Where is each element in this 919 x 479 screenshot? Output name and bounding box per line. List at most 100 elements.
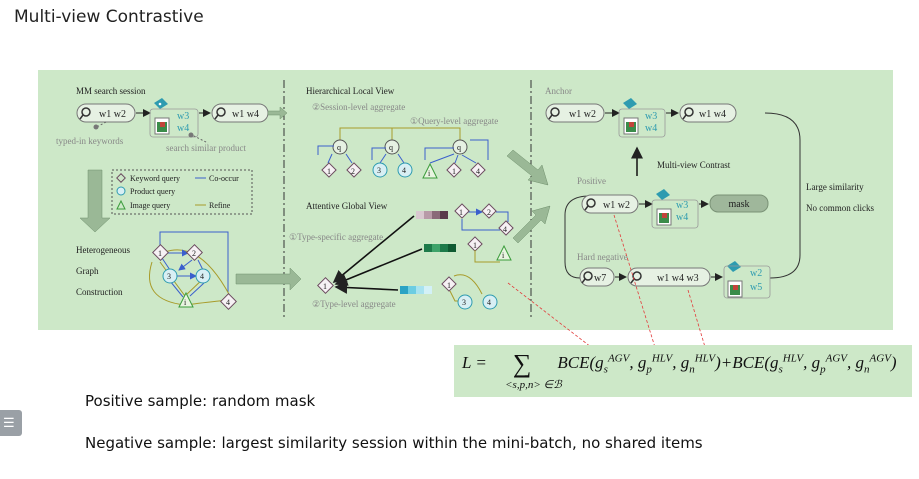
flow-arrow-down [79,169,111,233]
flow-arrow [506,149,549,186]
positive-query: w1 w2 [581,194,639,214]
svg-text:w1 w2: w1 w2 [603,200,630,211]
positive-sample-note: Positive sample: random mask [85,392,316,410]
search-icon [586,198,596,208]
legend: Keyword query Co-occur Product query Ima… [111,169,253,215]
loss-formula: L = ∑<s,p,n> ∈ℬ BCE(gsAGV, gpHLV, gnHLV)… [462,349,897,392]
svg-text:4: 4 [503,225,507,234]
similarity-bracket [764,112,801,279]
svg-text:Co-occur: Co-occur [209,174,239,183]
item-w2: w2 [750,268,762,279]
negative-query-1: w7 [579,267,615,287]
svg-text:w4: w4 [645,123,657,134]
slide-title: Multi-view Contrastive [14,7,204,27]
svg-text:w4: w4 [676,212,688,223]
svg-text:1: 1 [459,208,463,217]
svg-text:Image query: Image query [130,201,170,210]
svg-text:4: 4 [487,298,491,307]
svg-text:1: 1 [447,281,451,290]
session-bracket [564,195,591,279]
hetero-line-1: Heterogeneous [76,245,130,255]
product-tag-icon [154,98,168,109]
svg-text:Product query: Product query [130,187,175,196]
svg-text:2: 2 [192,249,196,258]
svg-text:i: i [184,298,187,307]
svg-text:3: 3 [167,272,171,281]
svg-text:3: 3 [462,298,466,307]
svg-text:2: 2 [351,167,355,176]
svg-text:4: 4 [402,166,406,175]
session-agg-label: ②Session-level aggregate [312,102,405,112]
hetero-line-2: Graph [76,266,99,276]
query-text: w1 w4 [232,109,259,120]
search-icon [550,107,560,117]
search-icon [216,107,226,117]
svg-text:w1 w4: w1 w4 [699,109,726,120]
hlv-title: Hierarchical Local View [306,86,395,96]
product-image-icon [727,280,743,298]
formula-box [454,345,912,397]
item-w4: w4 [177,123,189,134]
hard-negative-label: Hard negative [577,252,628,262]
product-image-icon [154,117,170,135]
svg-text:4: 4 [476,167,480,176]
mask-text: mask [728,199,749,210]
mvc-label: Multi-view Contrast [657,160,731,170]
query-text: w1 w2 [99,109,126,120]
svg-text:Keyword query: Keyword query [130,174,180,183]
anchor-query-1: w1 w2 [545,103,605,123]
svg-text:w3: w3 [645,111,657,122]
search-similar-label: search similar product [166,143,246,153]
item-w5: w5 [750,282,762,293]
svg-text:4: 4 [200,272,204,281]
svg-text:1: 1 [473,241,477,250]
left-query-pill-1: w1 w2 [76,103,136,123]
product-tag-icon [727,261,741,272]
negative-query-2: w1 w4 w3 [627,267,711,287]
typed-in-label: typed-in keywords [56,136,124,146]
hierarchical-tree: q q q 1 2 3 4 i 1 4 [317,127,489,179]
attentive-global-graph: 1 1 2 4 1 i 1 3 4 [317,203,514,310]
svg-text:q: q [457,143,461,152]
search-icon [583,271,593,281]
agv-title: Attentive Global View [306,201,388,211]
svg-text:1: 1 [327,167,331,176]
pointer-anchor [507,282,605,358]
svg-text:4: 4 [226,298,230,307]
flow-arrow [267,106,288,120]
large-sim-label: Large similarity [806,182,864,192]
item-w3: w3 [177,111,189,122]
query-agg-label: ①Query-level aggregate [410,116,498,126]
svg-text:w1 w4 w3: w1 w4 w3 [657,273,699,284]
type-level-label: ②Type-level aggregate [312,299,396,309]
anchor-label: Anchor [545,86,572,96]
negative-sample-note: Negative sample: largest similarity sess… [85,434,703,452]
svg-text:1: 1 [158,249,162,258]
left-query-pill-2: w1 w4 [211,103,269,123]
svg-text:2: 2 [487,208,491,217]
svg-text:w1 w2: w1 w2 [569,109,596,120]
product-image-icon [656,208,672,226]
svg-text:1: 1 [452,167,456,176]
svg-text:q: q [389,143,393,152]
flow-arrow [512,205,551,244]
no-common-label: No common clicks [806,203,874,213]
svg-text:q: q [337,143,341,152]
product-image-icon [623,117,639,135]
svg-text:w3: w3 [676,200,688,211]
svg-text:i: i [428,169,431,178]
search-icon [81,107,91,117]
flow-arrow [235,267,302,291]
product-tag-icon [623,98,637,109]
pointer-negative [687,289,710,358]
slide-notes-icon[interactable]: ☰ [0,410,22,436]
hetero-line-3: Construction [76,287,123,297]
positive-label: Positive [577,176,606,186]
svg-text:1: 1 [323,282,327,291]
svg-text:3: 3 [377,166,381,175]
svg-text:w7: w7 [594,273,606,284]
svg-text:Refine: Refine [209,201,231,210]
product-tag-icon [656,189,670,200]
svg-text:i: i [502,251,505,260]
